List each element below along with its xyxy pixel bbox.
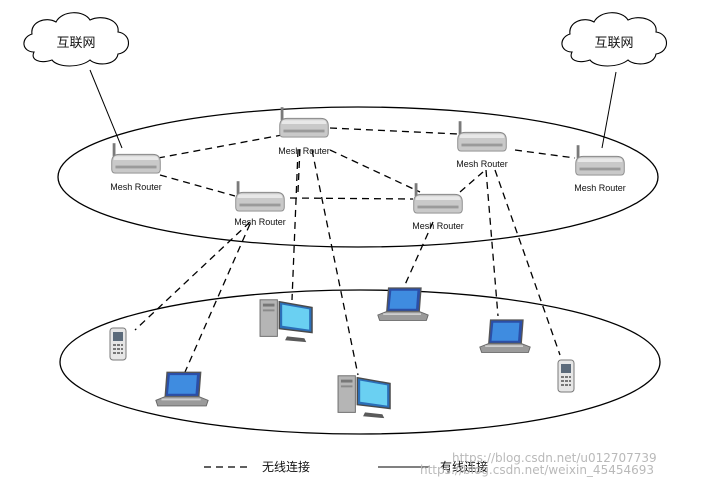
router-label: Mesh Router	[456, 159, 508, 169]
cloud-label: 互联网	[56, 36, 95, 51]
backbone-wireless-links	[157, 127, 576, 200]
legend: 无线连接 有线连接	[204, 459, 488, 474]
internet-cloud-right: 互联网	[561, 12, 668, 67]
wired-link	[89, 69, 123, 149]
laptop-icon	[154, 371, 210, 407]
client-tier-ellipse	[59, 289, 661, 435]
cloud-label: 互联网	[594, 36, 633, 51]
mesh-router-left: Mesh Router	[110, 142, 162, 192]
router-label: Mesh Router	[234, 217, 286, 227]
laptop-icon	[376, 287, 430, 322]
desktop-icon	[259, 299, 313, 343]
mesh-router-midleft: Mesh Router	[234, 180, 286, 227]
mesh-router-mid: Mesh Router	[412, 182, 464, 231]
router-label: Mesh Router	[110, 182, 162, 192]
client-wireless-links	[134, 149, 561, 376]
phone-icon	[557, 359, 575, 393]
router-label: Mesh Router	[574, 183, 626, 193]
laptop-icon	[478, 319, 532, 354]
phone-icon	[109, 327, 127, 361]
legend-wired-label: 有线连接	[440, 459, 488, 474]
desktop-icon	[337, 375, 391, 419]
mesh-router-right: Mesh Router	[574, 144, 626, 193]
watermark-2: https://blog.csdn.net/weixin_45454693	[420, 463, 654, 477]
internet-cloud-left: 互联网	[23, 12, 130, 67]
backbone-tier-ellipse	[57, 106, 659, 248]
router-label: Mesh Router	[412, 221, 464, 231]
mesh-router-topright: Mesh Router	[456, 120, 508, 169]
mesh-router-top: Mesh Router	[278, 106, 330, 156]
legend-wireless-label: 无线连接	[262, 459, 310, 474]
watermark-1: https://blog.csdn.net/u012707739	[452, 451, 657, 465]
wired-link	[601, 71, 617, 149]
router-label: Mesh Router	[278, 146, 330, 156]
